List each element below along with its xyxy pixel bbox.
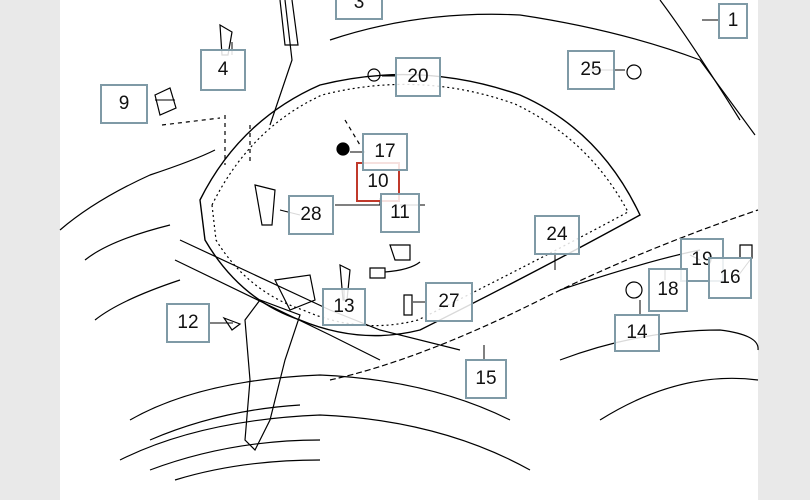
callout-label: 19 (691, 249, 713, 270)
latch-bracket (244, 299, 301, 452)
callout-label: 18 (657, 279, 679, 300)
latch-mechanism (274, 274, 316, 311)
bolt-12 (222, 316, 242, 331)
callout-3[interactable]: 3 (335, 0, 383, 20)
callout-label: 15 (475, 368, 497, 389)
callout-label: 3 (353, 0, 365, 13)
switch-11 (369, 244, 421, 279)
callout-label: 12 (177, 312, 199, 333)
grommet-17 (336, 142, 350, 156)
callout-24[interactable]: 24 (534, 215, 580, 255)
hood-panel-edge-2 (659, 0, 741, 121)
buffer-25 (626, 64, 642, 80)
callout-label: 10 (367, 171, 389, 192)
callout-label: 24 (546, 224, 568, 245)
callout-17[interactable]: 17 (362, 133, 408, 171)
callout-16[interactable]: 16 (708, 257, 752, 299)
callout-label: 14 (626, 322, 648, 343)
callout-1[interactable]: 1 (718, 3, 748, 39)
right-fender-line (559, 329, 759, 421)
callout-9[interactable]: 9 (100, 84, 148, 124)
reference-dashed (161, 115, 361, 165)
left-fender-line (59, 149, 216, 231)
grille-lines (149, 404, 321, 481)
clip-20 (367, 68, 381, 82)
left-fender-lower (84, 224, 181, 321)
callout-25[interactable]: 25 (567, 50, 615, 90)
front-crossmember (174, 239, 461, 361)
clip-9 (154, 87, 177, 116)
callout-14[interactable]: 14 (614, 314, 660, 352)
callout-18[interactable]: 18 (648, 268, 688, 312)
callout-28[interactable]: 28 (288, 195, 334, 235)
callout-label: 20 (407, 66, 429, 87)
callout-label: 28 (300, 204, 322, 225)
callout-label: 9 (118, 93, 130, 114)
callout-label: 13 (333, 296, 355, 317)
hinge-part (254, 184, 276, 226)
callout-label: 25 (580, 59, 602, 80)
callout-label: 16 (719, 267, 741, 288)
front-bumper (119, 374, 531, 471)
callout-label: 27 (438, 291, 460, 312)
cable-end-16 (739, 244, 753, 259)
callout-4[interactable]: 4 (200, 49, 246, 91)
callout-label: 4 (217, 59, 229, 80)
callout-11[interactable]: 11 (380, 193, 420, 233)
callout-15[interactable]: 15 (465, 359, 507, 399)
spring-27 (403, 294, 413, 316)
callout-label: 1 (727, 10, 739, 31)
gas-strut (269, 0, 293, 126)
callout-27[interactable]: 27 (425, 282, 473, 322)
callout-12[interactable]: 12 (166, 303, 210, 343)
release-cable (329, 209, 759, 381)
buffer-14 (625, 281, 643, 299)
hood-panel-edge (329, 13, 756, 136)
callout-13[interactable]: 13 (322, 288, 366, 326)
callout-label: 17 (374, 141, 396, 162)
callout-20[interactable]: 20 (395, 57, 441, 97)
callout-label: 11 (390, 202, 410, 223)
gas-strut-body (279, 0, 299, 46)
